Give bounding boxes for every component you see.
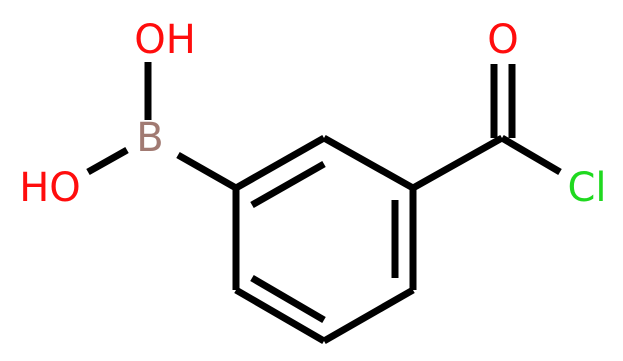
ring-bond-bottom-right bbox=[322, 286, 415, 345]
atom-label-chlorine: Cl bbox=[567, 165, 606, 211]
atom-label-oh-top: OH bbox=[134, 17, 196, 63]
atom-label-ho-left: HO bbox=[19, 165, 81, 211]
atom-label-boron: B bbox=[136, 115, 163, 161]
benzene-ring bbox=[232, 134, 417, 345]
bond-ring-to-boron bbox=[176, 151, 238, 192]
bond-boron-to-ho-left bbox=[86, 146, 129, 176]
ring-bond-bottom-left-inner bbox=[250, 274, 326, 324]
atom-labels: OH HO B O Cl bbox=[19, 17, 606, 211]
atom-label-oxygen: O bbox=[487, 17, 518, 63]
ring-bond-top-right bbox=[322, 134, 415, 192]
ring-bond-top-left bbox=[234, 134, 326, 192]
bond-carbonyl-to-chlorine bbox=[500, 134, 562, 176]
substituent-bonds bbox=[86, 62, 562, 192]
ring-bond-top-left-inner bbox=[250, 160, 326, 209]
bond-ring-to-carbonyl bbox=[411, 134, 504, 192]
ring-bond-bottom-left bbox=[234, 286, 326, 345]
